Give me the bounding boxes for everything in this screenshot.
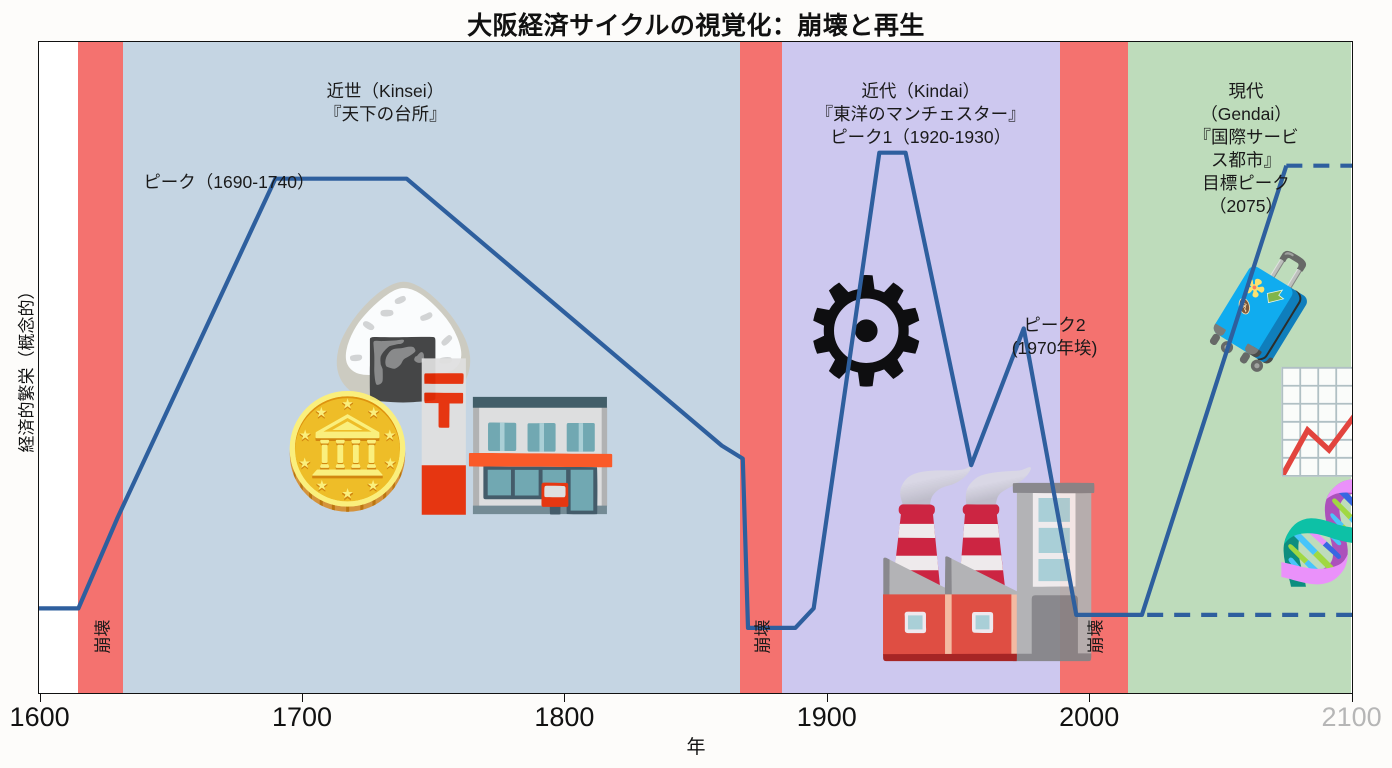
x-axis-label: 1600 xyxy=(9,702,70,732)
x-axis-label: 2000 xyxy=(1059,702,1120,732)
era-band xyxy=(78,42,123,693)
crash-label: 崩壊 xyxy=(93,619,113,654)
x-axis-tick xyxy=(564,694,566,702)
x-axis-tick xyxy=(826,694,828,702)
x-axis-label: 1900 xyxy=(796,702,857,732)
y-axis-title: 経済的繁栄（概念的） xyxy=(17,282,37,453)
x-axis-tick xyxy=(1351,694,1353,702)
gold-coins-icon: 🪙 xyxy=(279,390,416,513)
era-band xyxy=(781,42,1060,693)
x-axis-tick xyxy=(302,694,303,702)
crash-label: 崩壊 xyxy=(753,619,773,654)
tourist-icon: 🧳 xyxy=(1194,250,1331,373)
line-series-layer xyxy=(39,42,1352,693)
line-series xyxy=(39,153,1286,628)
kinsei-era: 近世（Kinsei） 『天下の台所』 xyxy=(324,80,447,124)
rice-bales-icon: 🍙 xyxy=(329,275,479,409)
era-band xyxy=(1127,42,1351,693)
x-axis-label: 2100 xyxy=(1321,702,1382,732)
gears-icon: ⚙ xyxy=(799,248,934,416)
kindai-era: 近代（Kindai） 『東洋のマンチェスター』 ピーク1（1920-1930） xyxy=(815,80,1026,147)
kindai-peak2: ピーク2 (1970年埃) xyxy=(1011,314,1098,358)
biotech-icon: 🧬 xyxy=(1274,482,1352,582)
era-band xyxy=(122,42,740,693)
page-title: 大阪経済サイクルの視覚化：崩壊と再生 xyxy=(467,12,925,40)
kinsei-peak: ピーク（1690-1740） xyxy=(143,171,315,192)
x-axis-tick xyxy=(39,694,41,702)
x-axis-title: 年 xyxy=(686,737,706,758)
gendai-era: 現代（Gendai） 『国際サービス都市』 目標ピーク（2075） xyxy=(1193,80,1299,216)
crash-label: 崩壊 xyxy=(1086,619,1106,654)
plot-area: 🍙🪙🏣⚙🏭🧳📈🧬 近世（Kinsei） 『天下の台所』ピーク（1690-1740… xyxy=(38,41,1353,694)
era-band xyxy=(39,42,79,693)
finance-growth-icon: 📈 xyxy=(1274,372,1352,472)
x-axis-tick xyxy=(1089,694,1091,702)
x-axis-label: 1800 xyxy=(534,702,595,732)
x-axis-label: 1700 xyxy=(271,702,333,732)
kura-warehouse-icon: 🏣 xyxy=(409,327,621,517)
